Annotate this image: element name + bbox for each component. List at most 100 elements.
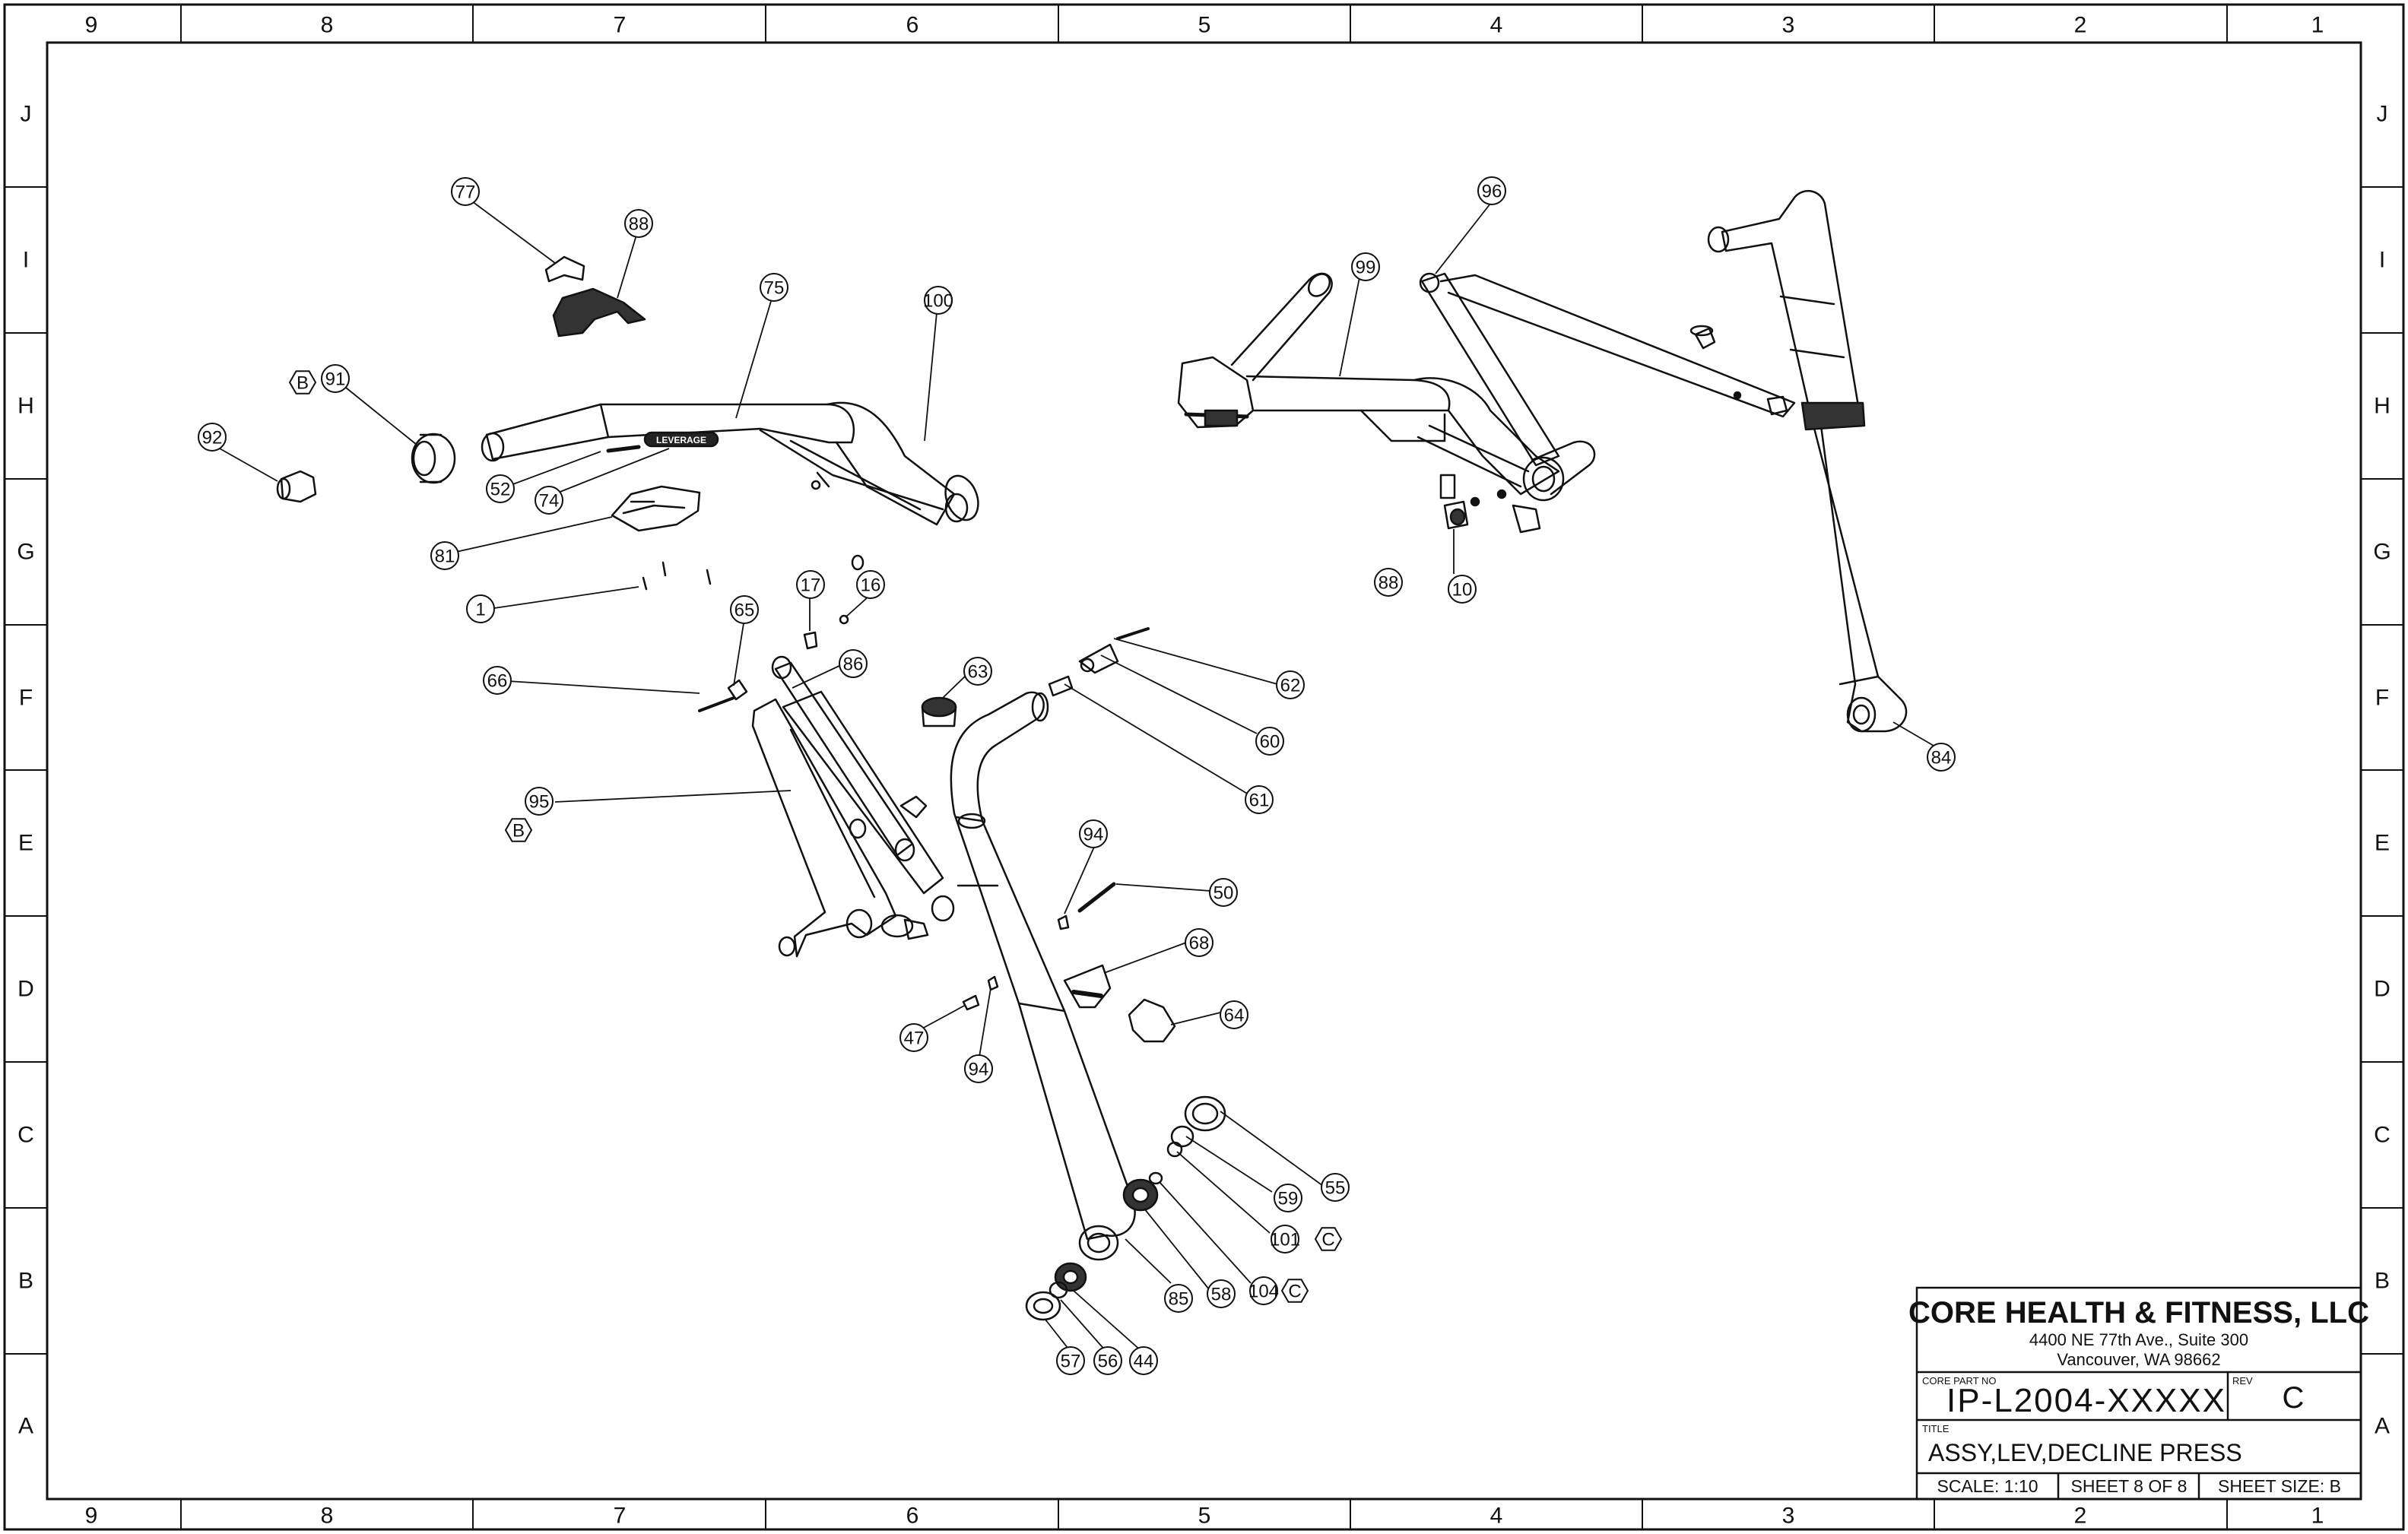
row-label-right: C [2374, 1123, 2391, 1148]
rev-label: REV [2232, 1375, 2253, 1387]
revision-flag: B [288, 370, 317, 395]
column-label-top: 4 [1490, 13, 1503, 38]
item-balloon: 52 [486, 474, 515, 503]
balloon-number: 57 [1061, 1352, 1081, 1372]
revision: C [2283, 1381, 2305, 1415]
balloon-number: 61 [1249, 791, 1270, 811]
balloon-number: 100 [923, 291, 953, 312]
column-label-top: 9 [85, 13, 98, 38]
balloon-number: 95 [529, 792, 550, 813]
item-balloon: 10 [1448, 575, 1477, 604]
lower-bearings [1025, 1262, 1087, 1321]
balloon-number: 85 [1169, 1289, 1189, 1310]
cover-88 [552, 287, 646, 338]
item-balloon: 104 [1248, 1276, 1279, 1305]
row-label-right: E [2375, 831, 2390, 856]
balloon-number: 84 [1931, 748, 1952, 769]
right-handle-84 [1707, 189, 1908, 733]
company-address-line1: 4400 NE 77th Ave., Suite 300 [2029, 1330, 2248, 1349]
item-balloon: 91 [321, 364, 350, 393]
item-balloon: 94 [964, 1054, 993, 1083]
balloon-number: 91 [325, 369, 346, 390]
company-address-line2: Vancouver, WA 98662 [2057, 1350, 2220, 1369]
row-label-left: F [19, 686, 33, 711]
row-label-left: J [21, 102, 32, 127]
row-label-left: B [18, 1269, 33, 1294]
column-label-top: 3 [1782, 13, 1795, 38]
item-balloon: 55 [1321, 1173, 1350, 1202]
item-balloon: 77 [451, 177, 480, 206]
balloon-number: C [1321, 1230, 1334, 1250]
exploded-parts-view [276, 189, 1908, 1321]
balloon-number: 74 [539, 491, 560, 512]
column-label-bottom: 4 [1490, 1504, 1503, 1529]
item-balloon: 60 [1255, 727, 1284, 756]
column-label-top: 5 [1198, 13, 1211, 38]
screws-47-94 [962, 975, 999, 1011]
balloon-number: 88 [1378, 573, 1399, 594]
item-balloon: 63 [963, 657, 992, 686]
item-balloon: 74 [535, 486, 563, 515]
item-balloon: 47 [899, 1023, 928, 1052]
balloon-number: 92 [202, 428, 223, 448]
column-label-top: 6 [906, 13, 919, 38]
balloon-number: 81 [435, 547, 455, 567]
balloon-number: 63 [968, 662, 988, 683]
item-balloon: 59 [1274, 1184, 1302, 1212]
item-balloon: 50 [1209, 878, 1238, 907]
scale: SCALE: 1:10 [1937, 1476, 2038, 1496]
balloon-number: 58 [1211, 1285, 1232, 1305]
row-label-left: C [17, 1123, 34, 1148]
row-label-right: F [2375, 686, 2389, 711]
pivot-frame-95 [698, 655, 955, 958]
row-label-right: J [2377, 102, 2388, 127]
item-balloon: 95 [525, 787, 554, 816]
revision-flag: B [504, 818, 533, 842]
column-label-top: 7 [614, 13, 627, 38]
bumper-91 [411, 433, 456, 484]
balloon-number: 88 [629, 214, 649, 235]
item-balloon: 101 [1270, 1225, 1300, 1254]
item-balloon: 84 [1927, 743, 1956, 772]
cover-64 [1128, 998, 1176, 1043]
item-balloon: 75 [760, 273, 788, 302]
bracket-60 [1048, 627, 1150, 697]
item-balloon: 86 [839, 649, 868, 678]
balloon-number: 101 [1270, 1230, 1300, 1250]
item-balloon: 17 [796, 570, 825, 599]
item-balloon: 66 [483, 666, 512, 695]
row-label-right: B [2375, 1269, 2390, 1294]
column-label-top: 8 [321, 13, 334, 38]
knob-63 [921, 696, 957, 727]
row-label-left: I [23, 248, 29, 273]
sheet-size: SHEET SIZE: B [2218, 1476, 2341, 1496]
column-label-top: 2 [2074, 13, 2087, 38]
balloon-number: 10 [1452, 580, 1473, 601]
drawing-border [3, 3, 2405, 1531]
balloon-number: C [1288, 1282, 1301, 1302]
balloon-number: B [512, 821, 525, 841]
balloon-number: 94 [1083, 825, 1104, 845]
column-label-top: 1 [2311, 13, 2324, 38]
balloon-number: 59 [1278, 1189, 1299, 1209]
row-label-left: E [18, 831, 33, 856]
column-labels-top: 9 8 7 6 5 4 3 2 1 [85, 13, 2324, 38]
item-balloon: 62 [1276, 670, 1305, 699]
balloon-number: 64 [1224, 1006, 1245, 1026]
row-label-right: I [2379, 248, 2385, 273]
pin-50 [1057, 882, 1116, 930]
column-label-bottom: 5 [1198, 1504, 1211, 1529]
balloon-number: 60 [1260, 732, 1280, 753]
leverage-label: LEVERAGE [656, 435, 706, 445]
sheet-number: SHEET 8 OF 8 [2071, 1476, 2188, 1496]
column-label-bottom: 9 [85, 1504, 98, 1529]
revision-flag: C [1314, 1227, 1343, 1251]
column-label-bottom: 6 [906, 1504, 919, 1529]
cover-81 [611, 485, 701, 532]
title-block: CORE HEALTH & FITNESS, LLC 4400 NE 77th … [1908, 1286, 2369, 1501]
left-lever-arm [481, 401, 979, 526]
cover-68 [1063, 964, 1112, 1009]
